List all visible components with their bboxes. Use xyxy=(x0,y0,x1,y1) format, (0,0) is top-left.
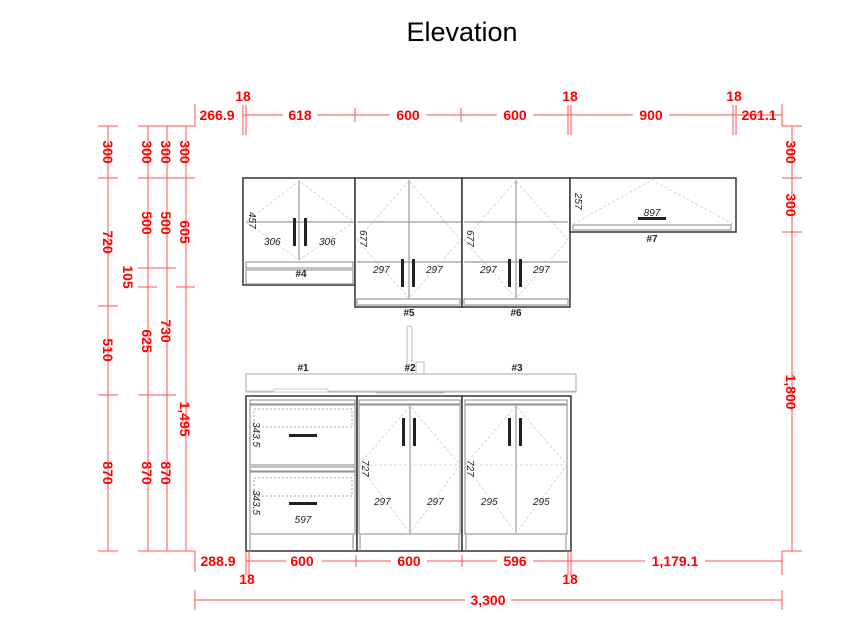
dim-width-3: 596 xyxy=(503,553,527,569)
height-label: 457 xyxy=(246,212,257,229)
width-label: 897 xyxy=(644,208,661,219)
cabinet-tag: #1 xyxy=(297,363,309,374)
upper-cabinet-7[interactable]: 257 897 #7 xyxy=(569,177,737,245)
door-width: 297 xyxy=(425,265,443,276)
cabinet-tag: #3 xyxy=(511,363,523,374)
dim-width-6: 600 xyxy=(503,107,527,123)
dim-gap: 18 xyxy=(562,571,578,587)
dim-v: 625 xyxy=(139,329,155,353)
dim-right-offset: 261.1 xyxy=(741,107,776,123)
door-width: 297 xyxy=(532,265,550,276)
door-width: 297 xyxy=(479,265,497,276)
dim-v: 105 xyxy=(120,265,136,289)
cabinet-tag: #7 xyxy=(646,234,658,245)
dim-width-5: 600 xyxy=(396,107,420,123)
dim-right-offset: 1,179.1 xyxy=(652,553,699,569)
upper-cabinet-6[interactable]: 677 297 297 #6 xyxy=(461,177,571,319)
dim-v: 870 xyxy=(139,461,155,485)
cabinet-tag: #2 xyxy=(404,363,416,374)
upper-cabinet-4[interactable]: 457 306 306 #4 xyxy=(242,177,356,286)
right-dimensions: 300 300 1,800 xyxy=(781,104,802,552)
dim-width-2: 600 xyxy=(397,553,421,569)
dim-v: 500 xyxy=(139,211,155,235)
dim-v: 870 xyxy=(100,461,116,485)
left-dimensions: 300 720 510 870 300 500 105 625 870 300 … xyxy=(98,125,196,572)
dim-v: 730 xyxy=(158,319,174,343)
height-label: 727 xyxy=(464,460,475,477)
door-width: 295 xyxy=(480,497,498,508)
base-cabinet-2[interactable]: 727 297 297 xyxy=(356,395,463,552)
upper-cabinet-5[interactable]: 677 297 297 #5 xyxy=(354,177,463,319)
dim-left-offset: 266.9 xyxy=(199,107,234,123)
dim-v: 510 xyxy=(100,338,116,362)
cabinet-tag: #5 xyxy=(403,308,415,319)
dim-v: 605 xyxy=(177,220,193,244)
dim-gap: 18 xyxy=(235,88,251,104)
dim-v: 300 xyxy=(177,140,193,164)
dim-gap: 18 xyxy=(726,88,742,104)
dim-gap: 18 xyxy=(239,571,255,587)
dim-width-4: 618 xyxy=(288,107,312,123)
door-width: 297 xyxy=(373,497,391,508)
drawer-height: 343.5 xyxy=(250,490,261,515)
dim-v: 300 xyxy=(783,140,799,164)
height-label: 727 xyxy=(359,460,370,477)
dim-total-width: 3,300 xyxy=(470,592,505,608)
cabinet-tag: #4 xyxy=(295,269,307,280)
base-cabinet-1[interactable]: 343.5 343.5 597 xyxy=(245,395,358,552)
width-label: 597 xyxy=(295,515,312,526)
height-label: 677 xyxy=(464,230,475,247)
dim-v: 300 xyxy=(158,140,174,164)
dim-v: 300 xyxy=(139,140,155,164)
dim-v: 720 xyxy=(100,230,116,254)
door-width: 297 xyxy=(426,497,444,508)
height-label: 257 xyxy=(572,192,583,210)
dim-v: 500 xyxy=(158,211,174,235)
dim-width-1: 600 xyxy=(290,553,314,569)
dim-width-7: 900 xyxy=(639,107,663,123)
cabinet-tag: #6 xyxy=(510,308,522,319)
door-width: 297 xyxy=(372,265,390,276)
countertop: #1 #2 #3 xyxy=(245,363,577,393)
drawing-title: Elevation xyxy=(406,17,517,47)
door-width: 306 xyxy=(264,237,281,248)
dim-v: 300 xyxy=(783,193,799,217)
dim-left-offset: 288.9 xyxy=(200,553,235,569)
dim-v: 870 xyxy=(158,461,174,485)
top-dimensions: 266.9 618 600 600 900 261.1 18 18 18 xyxy=(194,88,783,135)
drawer-height: 343.5 xyxy=(250,422,261,447)
bottom-dimensions: 288.9 600 600 596 1,179.1 18 18 3,300 xyxy=(194,551,783,610)
dim-gap: 18 xyxy=(562,88,578,104)
door-width: 306 xyxy=(319,237,336,248)
height-label: 677 xyxy=(357,230,368,247)
dim-v: 1,495 xyxy=(177,401,193,436)
door-width: 295 xyxy=(532,497,550,508)
dim-v: 300 xyxy=(100,140,116,164)
dim-v: 1,800 xyxy=(783,374,799,409)
base-cabinet-3[interactable]: 727 295 295 xyxy=(461,395,572,552)
